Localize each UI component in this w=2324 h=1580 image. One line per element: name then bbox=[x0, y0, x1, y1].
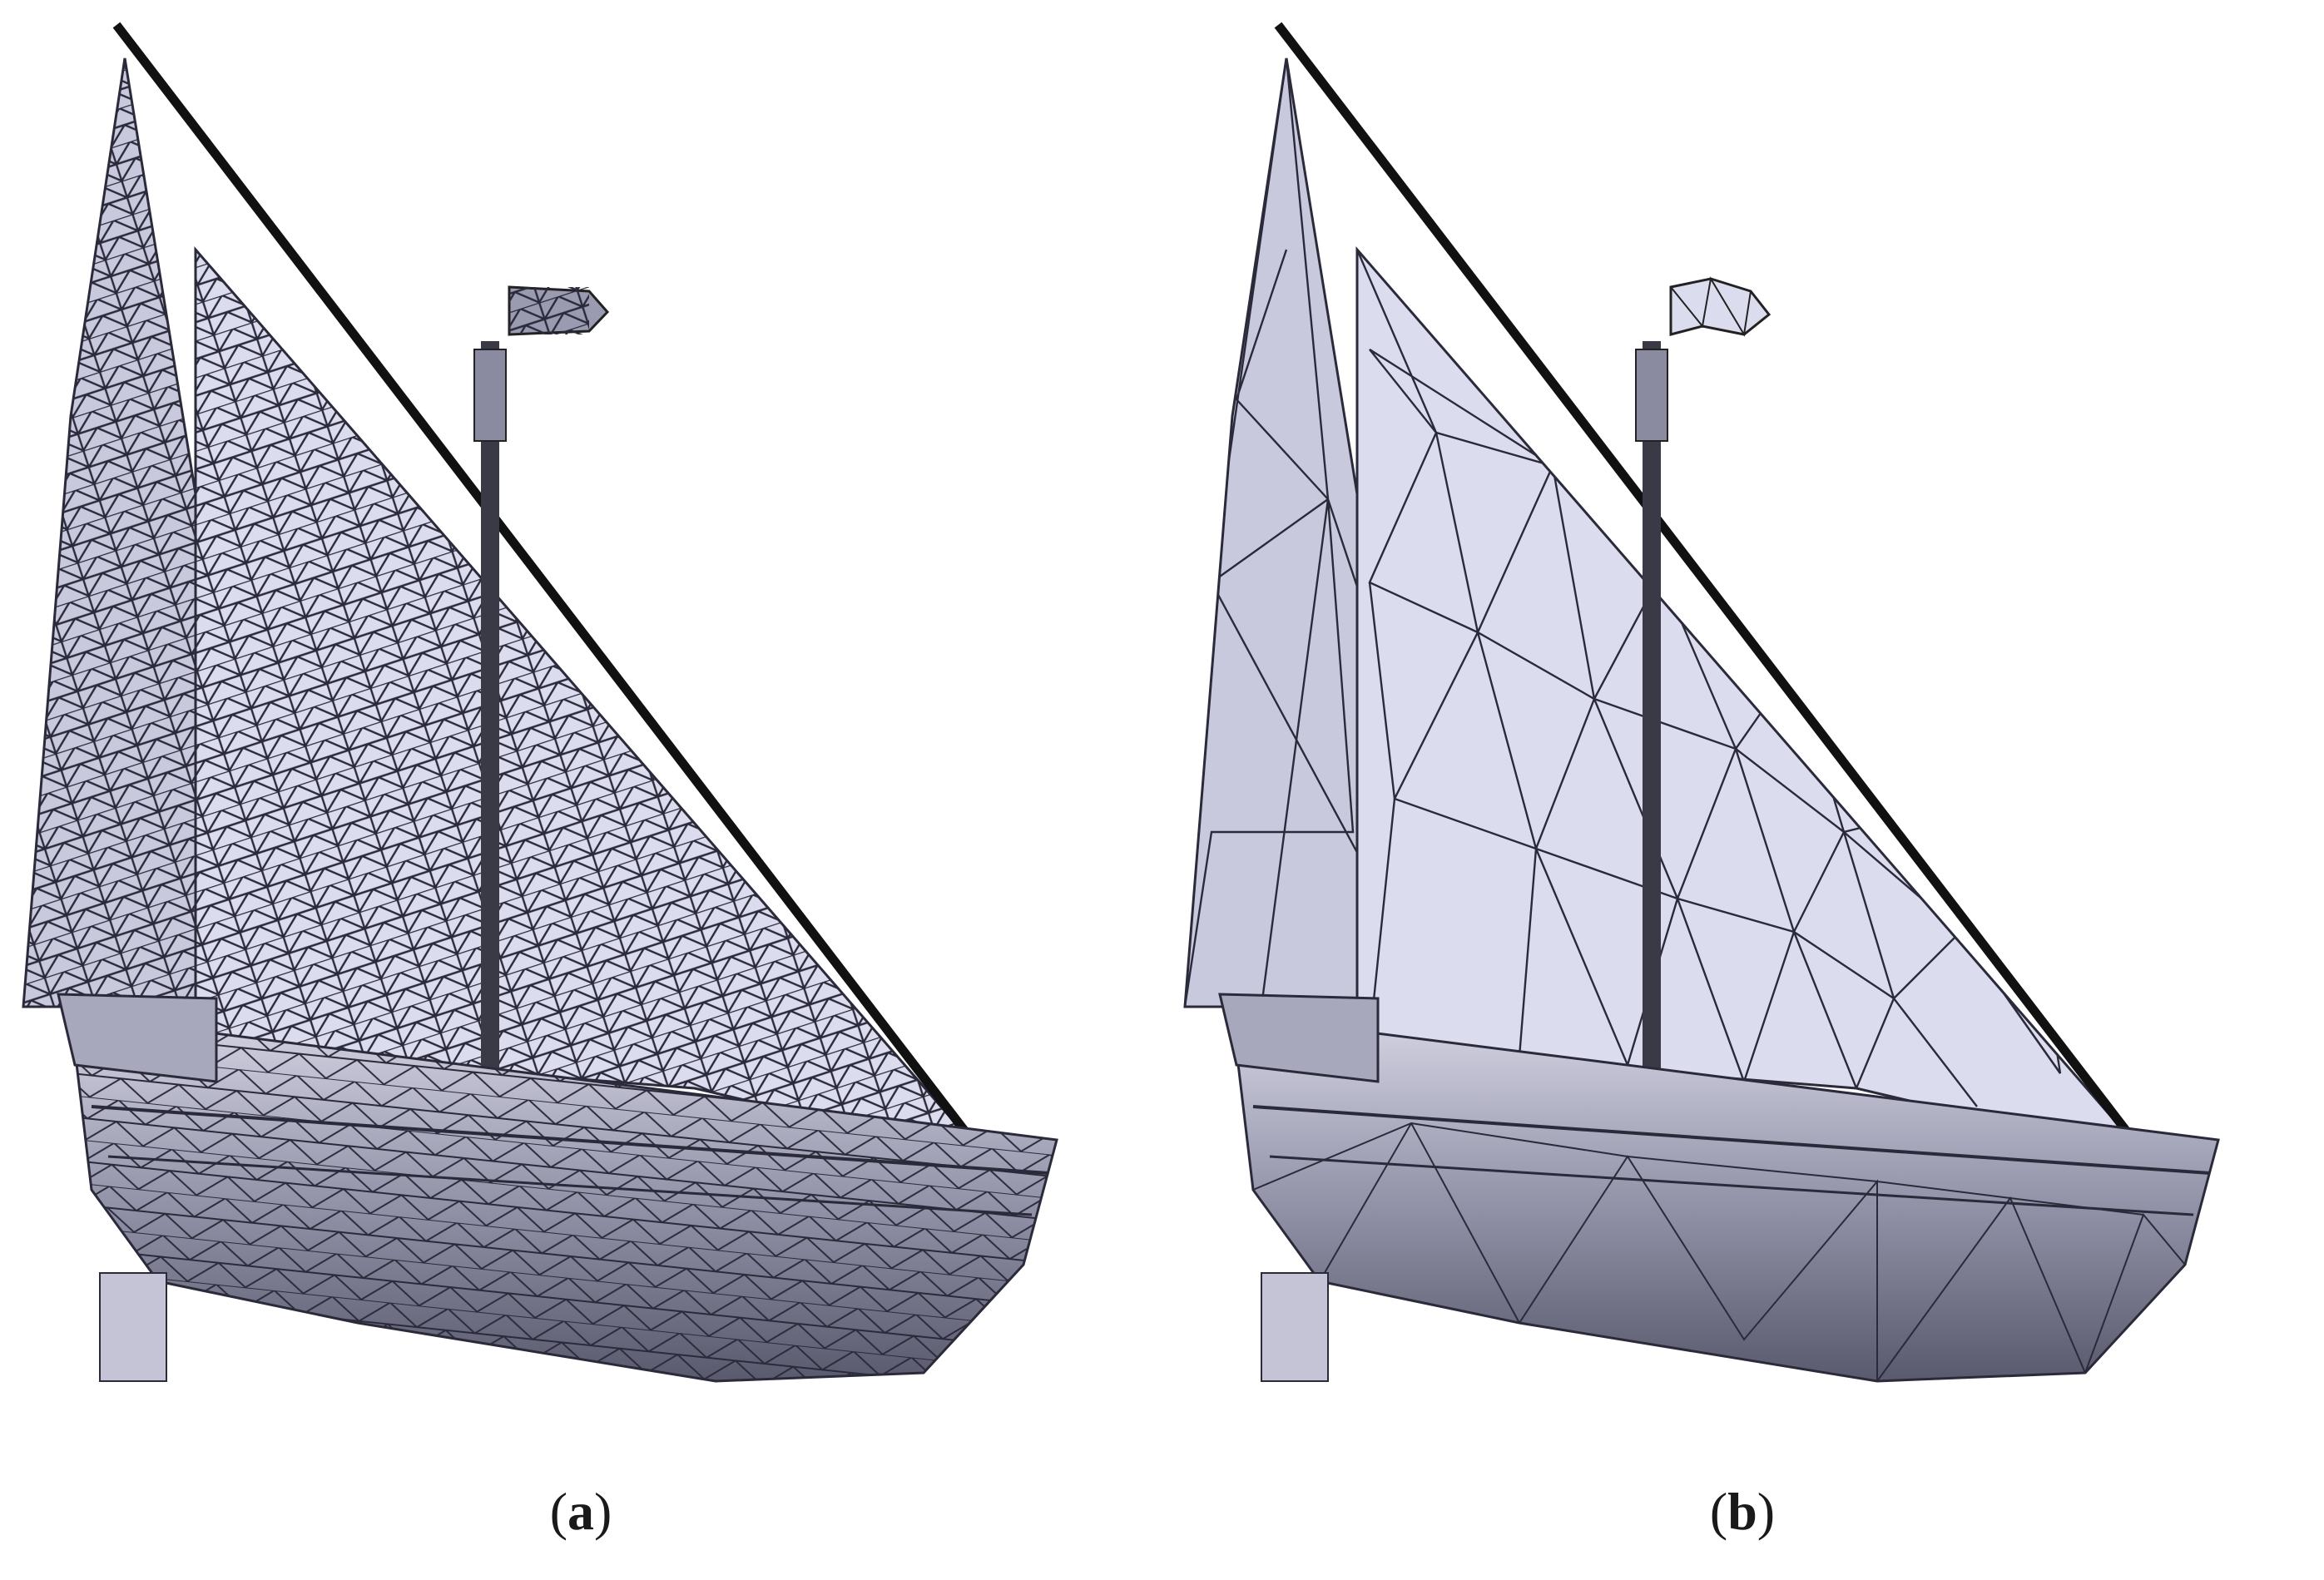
hull bbox=[1218, 993, 2220, 1383]
boat-mesh-regular bbox=[22, 22, 1058, 1383]
yard-spar bbox=[1274, 22, 2150, 1160]
panel-b-caption: (b) bbox=[1709, 1482, 1776, 1541]
mast bbox=[473, 285, 610, 1190]
yard-spar bbox=[112, 22, 989, 1160]
mast bbox=[1635, 276, 1771, 1190]
pennant-flag bbox=[1669, 277, 1771, 336]
boat-mesh-simplified bbox=[1183, 22, 2220, 1383]
panel-b: (b) bbox=[1162, 0, 2323, 1580]
panel-a: (a) bbox=[22, 22, 1058, 1541]
main-sail bbox=[1355, 245, 2150, 1159]
panel-a-caption: (a) bbox=[549, 1482, 612, 1541]
